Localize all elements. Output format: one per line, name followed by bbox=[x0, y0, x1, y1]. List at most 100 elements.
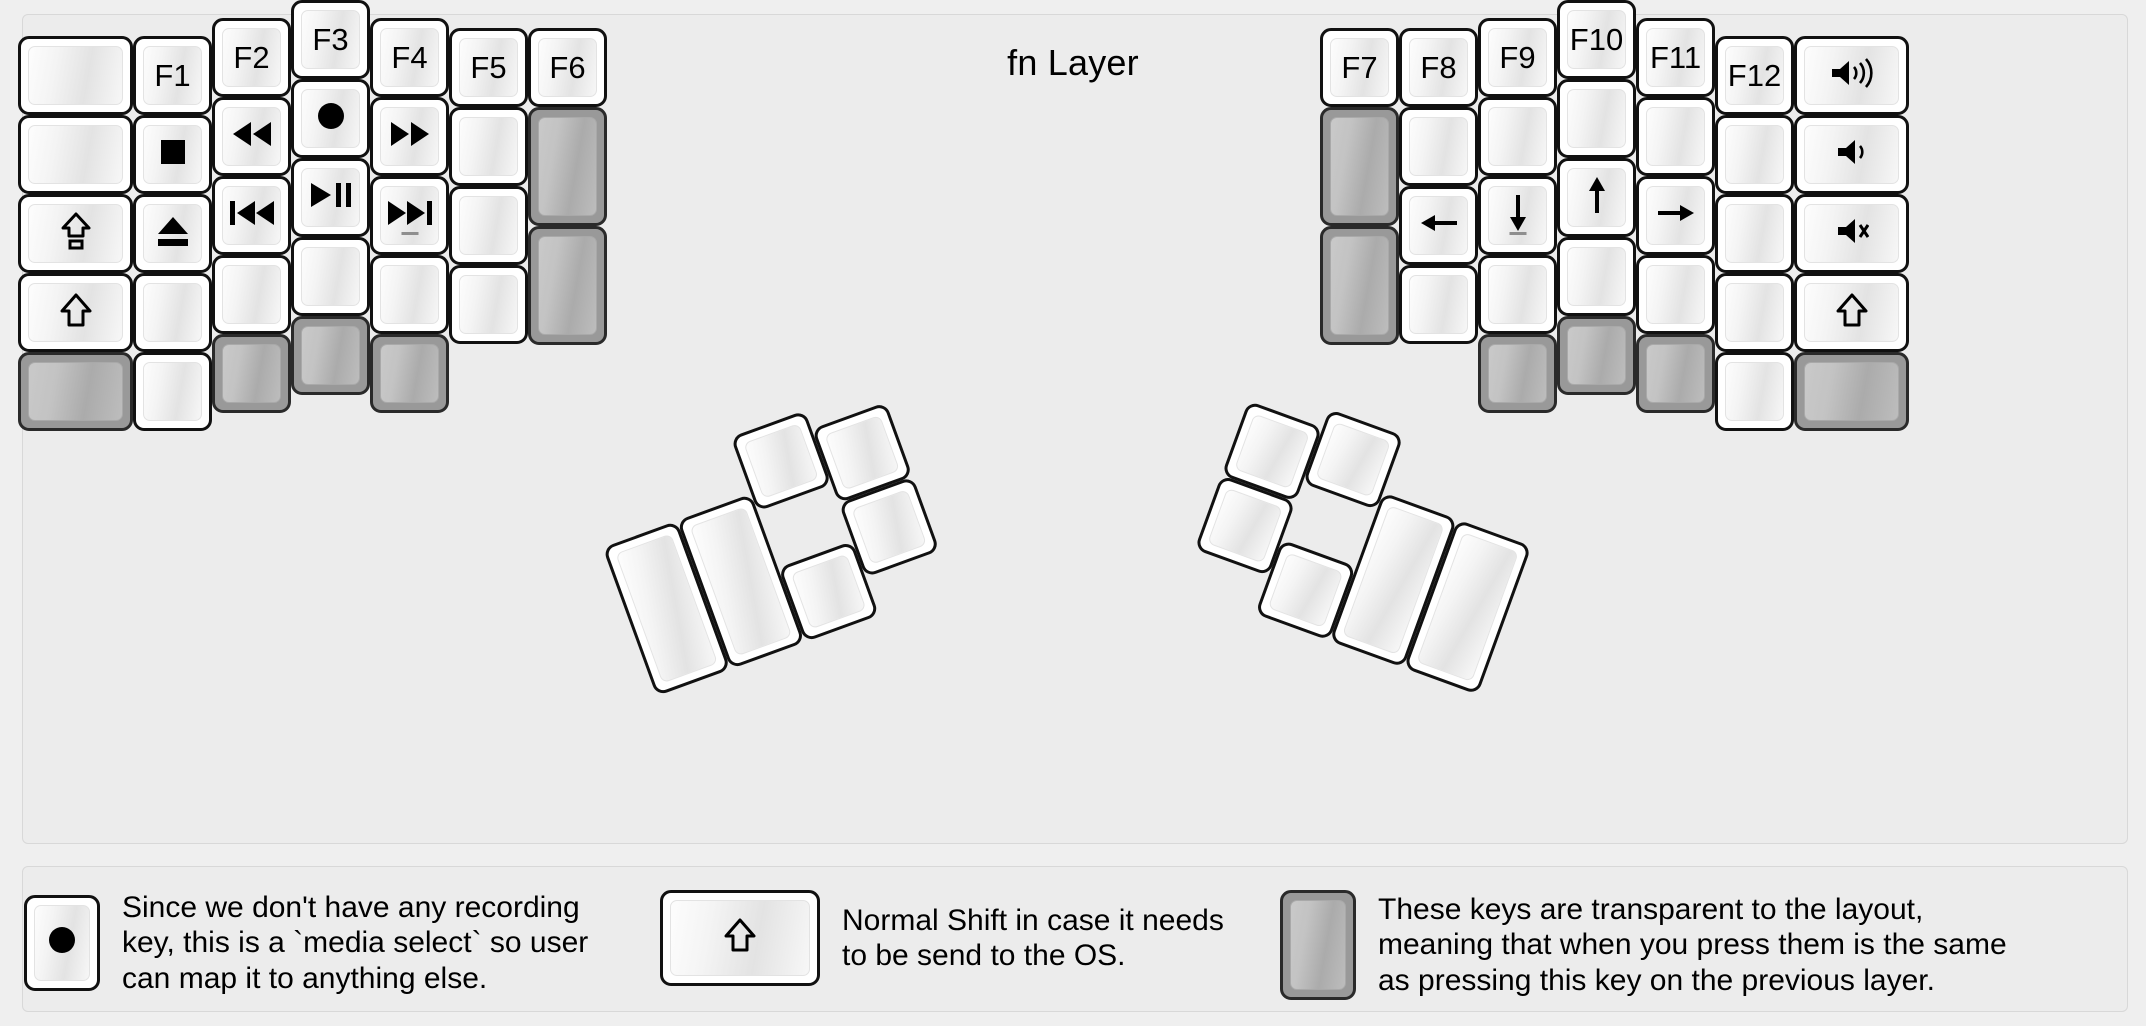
key-blank-l4c4[interactable] bbox=[291, 237, 370, 316]
key-blank-l5c2[interactable] bbox=[133, 352, 212, 431]
page-title: fn Layer bbox=[1007, 42, 1139, 83]
key-f10[interactable]: F10 bbox=[1557, 0, 1636, 79]
key-media-eject[interactable] bbox=[133, 194, 212, 273]
key-trans-l5c1[interactable] bbox=[18, 352, 133, 431]
key-f9[interactable]: F9 bbox=[1478, 18, 1557, 97]
key-trans-l5c3[interactable] bbox=[212, 334, 291, 413]
key-media-record[interactable] bbox=[291, 79, 370, 158]
key-blank-r4c2[interactable] bbox=[1399, 265, 1478, 344]
keycap-face: F4 bbox=[380, 28, 439, 87]
keycap-tick-marker bbox=[1509, 232, 1526, 235]
key-f4[interactable]: F4 bbox=[370, 18, 449, 97]
media-rewind-icon bbox=[231, 120, 273, 154]
keycap-face bbox=[143, 204, 202, 263]
key-arrow-down[interactable] bbox=[1478, 176, 1557, 255]
key-f1[interactable]: F1 bbox=[133, 36, 212, 115]
keycap-face bbox=[301, 168, 360, 227]
key-f11[interactable]: F11 bbox=[1636, 18, 1715, 97]
key-arrow-up[interactable] bbox=[1557, 158, 1636, 237]
key-blank-l1c1[interactable] bbox=[18, 36, 133, 115]
keycap-face bbox=[143, 362, 202, 421]
keycap-label: F5 bbox=[470, 50, 507, 85]
legend-key-shift[interactable] bbox=[660, 890, 820, 986]
key-media-fast-forward[interactable] bbox=[370, 97, 449, 176]
arrow-right-icon bbox=[1656, 200, 1696, 232]
key-blank-r4c6[interactable] bbox=[1715, 273, 1794, 352]
keycap-face bbox=[28, 204, 123, 263]
keycap-face bbox=[143, 283, 202, 342]
key-f2[interactable]: F2 bbox=[212, 18, 291, 97]
key-media-next[interactable] bbox=[370, 176, 449, 255]
keycap-face bbox=[222, 265, 281, 324]
key-blank-l4c5[interactable] bbox=[370, 255, 449, 334]
key-trans-r2c1[interactable] bbox=[1320, 107, 1399, 226]
key-blank-l3c6[interactable] bbox=[449, 186, 528, 265]
key-arrow-left[interactable] bbox=[1399, 186, 1478, 265]
key-volume-mute[interactable] bbox=[1794, 194, 1909, 273]
key-blank-l4c6[interactable] bbox=[449, 265, 528, 344]
key-media-previous[interactable] bbox=[212, 176, 291, 255]
keycap-face bbox=[1488, 186, 1547, 245]
key-trans-r3c1[interactable] bbox=[1320, 226, 1399, 345]
legend-key-record[interactable] bbox=[24, 895, 100, 992]
keycap-face: F1 bbox=[143, 46, 202, 105]
legend-item-transparent: These keys are transparent to the layout… bbox=[1280, 890, 2007, 1000]
key-blank-l2c6[interactable] bbox=[449, 107, 528, 186]
key-trans-l3c7[interactable] bbox=[528, 226, 607, 345]
key-blank-r5c6[interactable] bbox=[1715, 352, 1794, 431]
shift-icon bbox=[59, 292, 93, 334]
key-blank-l4c3[interactable] bbox=[212, 255, 291, 334]
key-trans-r5c5[interactable] bbox=[1636, 334, 1715, 413]
keycap-face bbox=[301, 247, 360, 306]
key-f5[interactable]: F5 bbox=[449, 28, 528, 107]
key-volume-down[interactable] bbox=[1794, 115, 1909, 194]
key-trans-r5c3[interactable] bbox=[1478, 334, 1557, 413]
key-blank-r4c3[interactable] bbox=[1478, 255, 1557, 334]
key-blank-l2c1[interactable] bbox=[18, 115, 133, 194]
key-f7[interactable]: F7 bbox=[1320, 28, 1399, 107]
keycap-label: F3 bbox=[312, 22, 349, 57]
keycap-face: F3 bbox=[301, 10, 360, 69]
key-trans-r5c8[interactable] bbox=[1794, 352, 1909, 431]
key-blank-r2c6[interactable] bbox=[1715, 115, 1794, 194]
keycap-face: F2 bbox=[222, 28, 281, 87]
legend-description: Normal Shift in case it needs to be send… bbox=[842, 903, 1224, 972]
key-blank-r4c5[interactable] bbox=[1636, 255, 1715, 334]
key-volume-up[interactable] bbox=[1794, 36, 1909, 115]
key-shift-right[interactable] bbox=[1794, 273, 1909, 352]
key-media-stop[interactable] bbox=[133, 115, 212, 194]
key-blank-l4c2[interactable] bbox=[133, 273, 212, 352]
keycap-face bbox=[1725, 125, 1784, 184]
key-blank-r3c6[interactable] bbox=[1715, 194, 1794, 273]
key-shift-left[interactable] bbox=[18, 273, 133, 352]
key-media-play-pause[interactable] bbox=[291, 158, 370, 237]
media-record-icon bbox=[316, 101, 346, 137]
keycap-face bbox=[1409, 275, 1468, 334]
key-blank-r2c5[interactable] bbox=[1636, 97, 1715, 176]
key-media-rewind[interactable] bbox=[212, 97, 291, 176]
volume-down-icon bbox=[1835, 137, 1869, 173]
keycap-face bbox=[538, 117, 597, 216]
key-blank-r2c3[interactable] bbox=[1478, 97, 1557, 176]
key-f12[interactable]: F12 bbox=[1715, 36, 1794, 115]
legend-key-transparent[interactable] bbox=[1280, 890, 1356, 1000]
key-trans-l2c7[interactable] bbox=[528, 107, 607, 226]
key-trans-l5c4[interactable] bbox=[291, 316, 370, 395]
key-caps-lock[interactable] bbox=[18, 194, 133, 273]
key-f6[interactable]: F6 bbox=[528, 28, 607, 107]
key-arrow-right[interactable] bbox=[1636, 176, 1715, 255]
key-blank-r4c4[interactable] bbox=[1557, 237, 1636, 316]
key-trans-r5c4[interactable] bbox=[1557, 316, 1636, 395]
keycap-face bbox=[1804, 283, 1899, 342]
key-f8[interactable]: F8 bbox=[1399, 28, 1478, 107]
keycap-face bbox=[1646, 265, 1705, 324]
keycap-face bbox=[670, 900, 810, 976]
key-blank-r2c4[interactable] bbox=[1557, 79, 1636, 158]
keycap-face bbox=[34, 905, 90, 982]
key-f3[interactable]: F3 bbox=[291, 0, 370, 79]
keycap-face: F9 bbox=[1488, 28, 1547, 87]
key-blank-r2c2[interactable] bbox=[1399, 107, 1478, 186]
key-trans-l5c5[interactable] bbox=[370, 334, 449, 413]
arrow-up-icon bbox=[1584, 175, 1610, 221]
